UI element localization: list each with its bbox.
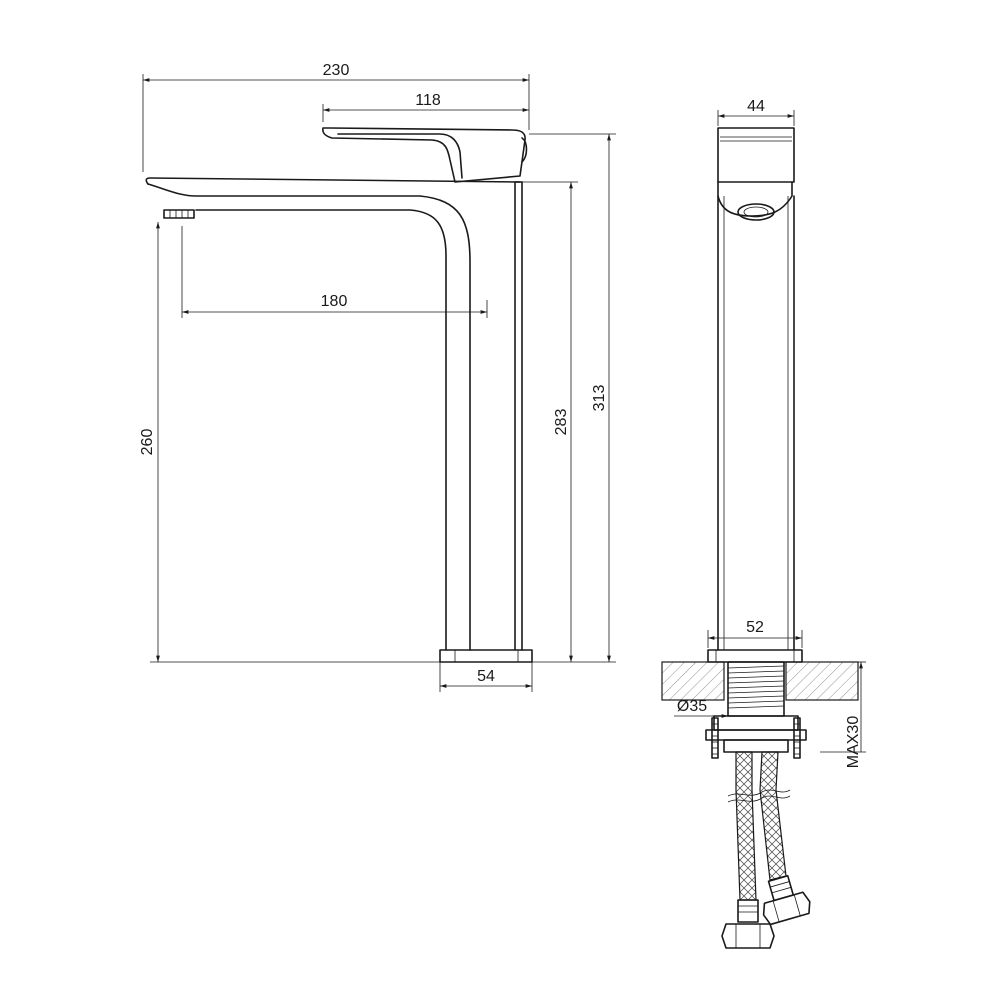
dim-thread-diameter: Ø35 [677, 698, 707, 715]
front-view-dimensions: 230 118 180 260 283 313 54 [139, 62, 616, 692]
clamp-plate [713, 715, 799, 731]
aerator [163, 209, 195, 219]
lever-handle [322, 127, 526, 183]
hose-fitting-left [737, 899, 759, 923]
dim-max-counter: MAX30 [845, 716, 862, 769]
faucet-base [439, 649, 533, 663]
countertop-left [661, 661, 725, 701]
side-handle [717, 127, 795, 183]
dim-lever-length: 118 [415, 92, 441, 109]
side-base [707, 649, 803, 663]
hex-nut-left [721, 923, 775, 949]
side-aerator [737, 203, 775, 221]
hose-right [759, 751, 787, 881]
dim-base-width: 54 [477, 668, 495, 685]
faucet-body-outline [147, 183, 471, 651]
dim-body-height: 283 [553, 409, 570, 436]
dim-side-base-width: 52 [746, 619, 764, 636]
side-view-faucet [661, 127, 859, 949]
side-view-dimensions: 44 52 Ø35 MAX30 [674, 98, 866, 768]
dim-spout-reach: 180 [321, 293, 348, 310]
dim-side-width: 44 [747, 98, 765, 115]
dim-total-height: 313 [591, 385, 608, 412]
hex-nut-right [762, 891, 811, 926]
dim-spout-height: 260 [139, 429, 156, 456]
hose-left [735, 751, 757, 901]
nut [723, 739, 789, 753]
dim-overall-width: 230 [323, 62, 350, 79]
clamp-washer [705, 729, 807, 741]
countertop-right [785, 661, 859, 701]
front-view-faucet [145, 127, 533, 663]
